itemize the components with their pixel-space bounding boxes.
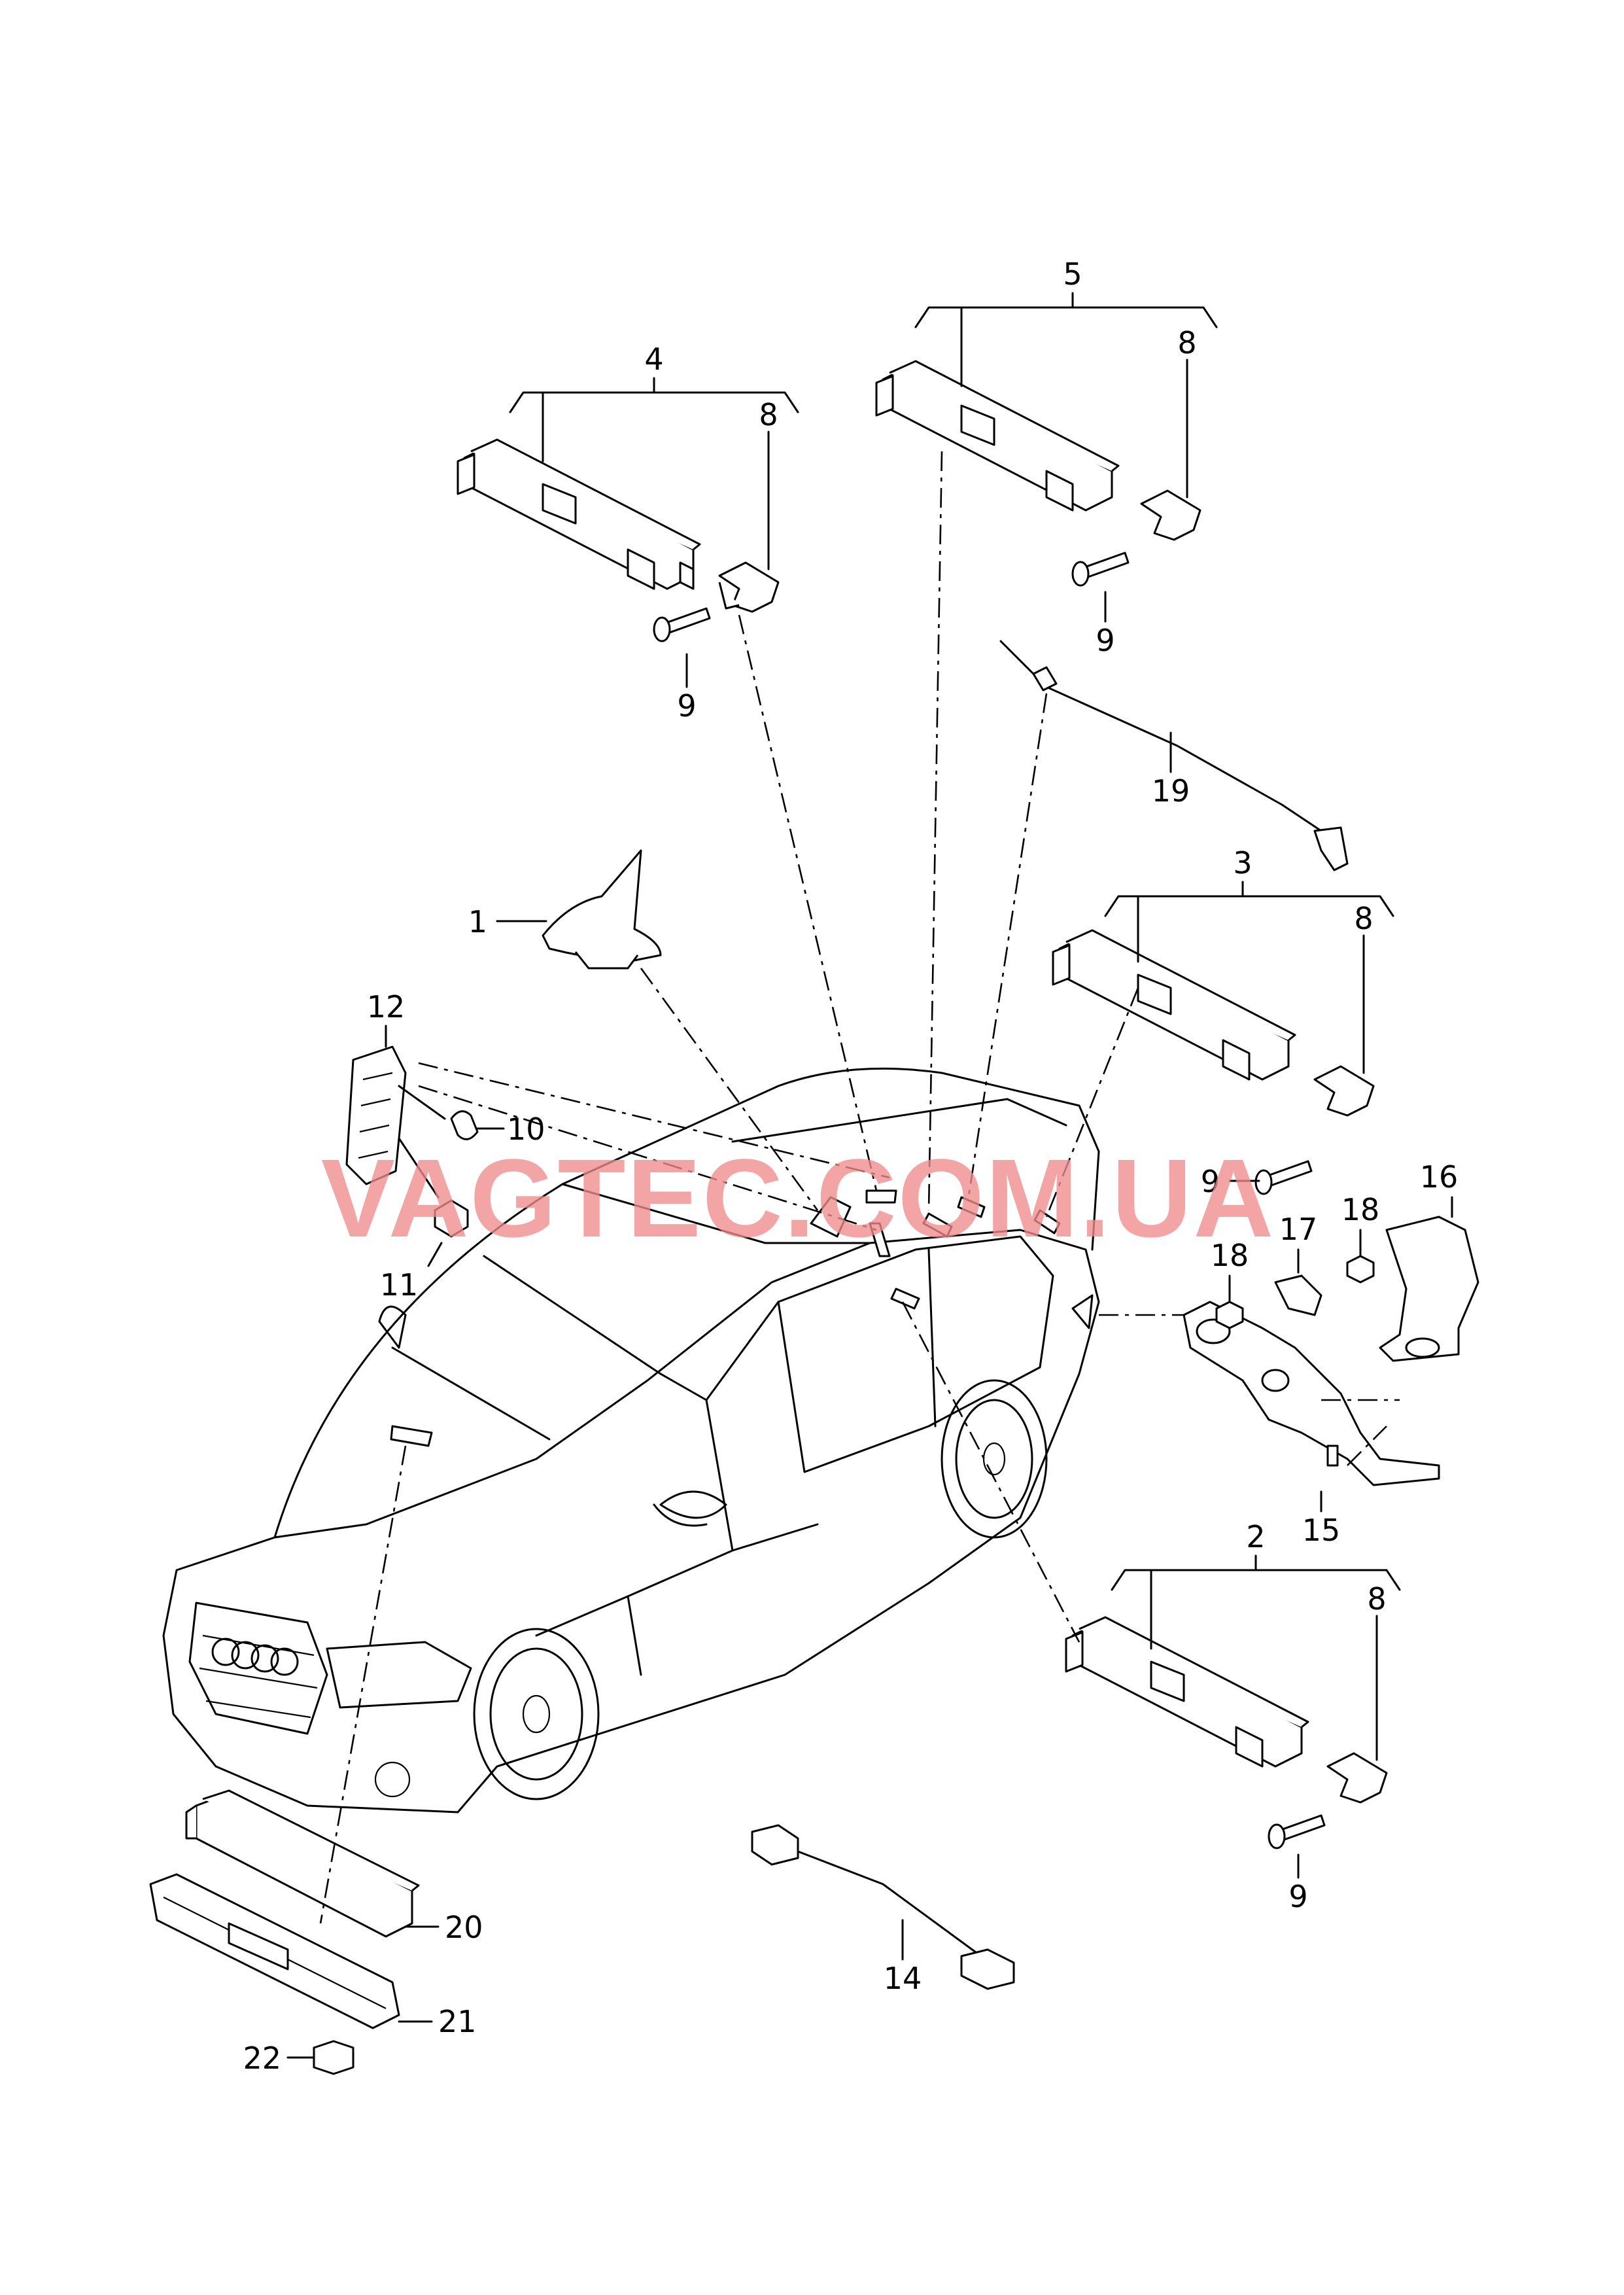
callout-9-b: 9	[1096, 623, 1114, 658]
callout-20: 20	[445, 1910, 483, 1945]
part-2-antenna-amplifier	[1065, 1554, 1401, 1879]
part-11-nut	[427, 1199, 469, 1267]
callout-9-a: 9	[677, 688, 696, 724]
part-18-nut	[1215, 1229, 1375, 1329]
callout-3: 3	[1233, 845, 1252, 881]
callout-8-b: 8	[1177, 325, 1196, 360]
part-16-bracket	[1379, 1196, 1479, 1362]
callout-18-a: 18	[1211, 1238, 1249, 1273]
part-22-clip	[286, 2040, 354, 2075]
car-illustration	[162, 1067, 1100, 1813]
callout-15: 15	[1302, 1513, 1341, 1548]
callout-5: 5	[1063, 256, 1082, 292]
callout-labels: 1 4 8 9 5 8 9 19 3 8 9 12 10 11 16 17 18…	[243, 256, 1458, 2076]
part-12-antenna-module	[345, 1025, 446, 1199]
part-17-clip	[1274, 1248, 1322, 1316]
callout-19: 19	[1152, 773, 1190, 809]
callout-11: 11	[380, 1267, 419, 1303]
callout-8-a: 8	[759, 397, 778, 432]
part-10-nut	[450, 1110, 505, 1140]
callout-14: 14	[884, 1961, 922, 1996]
callout-2: 2	[1246, 1519, 1265, 1554]
part-1-roof-antenna	[496, 849, 662, 970]
part-5-antenna-amplifier	[875, 292, 1218, 623]
callout-10: 10	[507, 1112, 545, 1147]
callout-12: 12	[367, 989, 406, 1025]
part-3-antenna-amplifier	[1052, 881, 1394, 1195]
part-21-housing	[149, 1873, 433, 2029]
callout-16: 16	[1420, 1159, 1459, 1195]
callout-8-c: 8	[1354, 901, 1373, 936]
part-20-antenna-unit	[185, 1789, 440, 1938]
callout-9-c: 9	[1201, 1164, 1220, 1199]
callout-22: 22	[243, 2041, 281, 2076]
watermark-text: VAGTEC.COM.UA	[321, 1136, 1275, 1261]
connection-lines	[319, 451, 1400, 1924]
part-14-adapter-cable	[751, 1824, 1015, 1990]
callout-21: 21	[438, 2004, 477, 2039]
callout-4: 4	[644, 342, 663, 377]
callout-9-d: 9	[1288, 1879, 1307, 1914]
part-19-antenna-cable	[999, 640, 1349, 871]
callout-17: 17	[1279, 1212, 1318, 1247]
callout-1: 1	[468, 904, 487, 939]
callout-18-b: 18	[1341, 1192, 1380, 1227]
part-15-bracket	[1183, 1301, 1440, 1513]
part-4-antenna-amplifier	[457, 377, 799, 688]
callout-8-d: 8	[1367, 1581, 1386, 1617]
